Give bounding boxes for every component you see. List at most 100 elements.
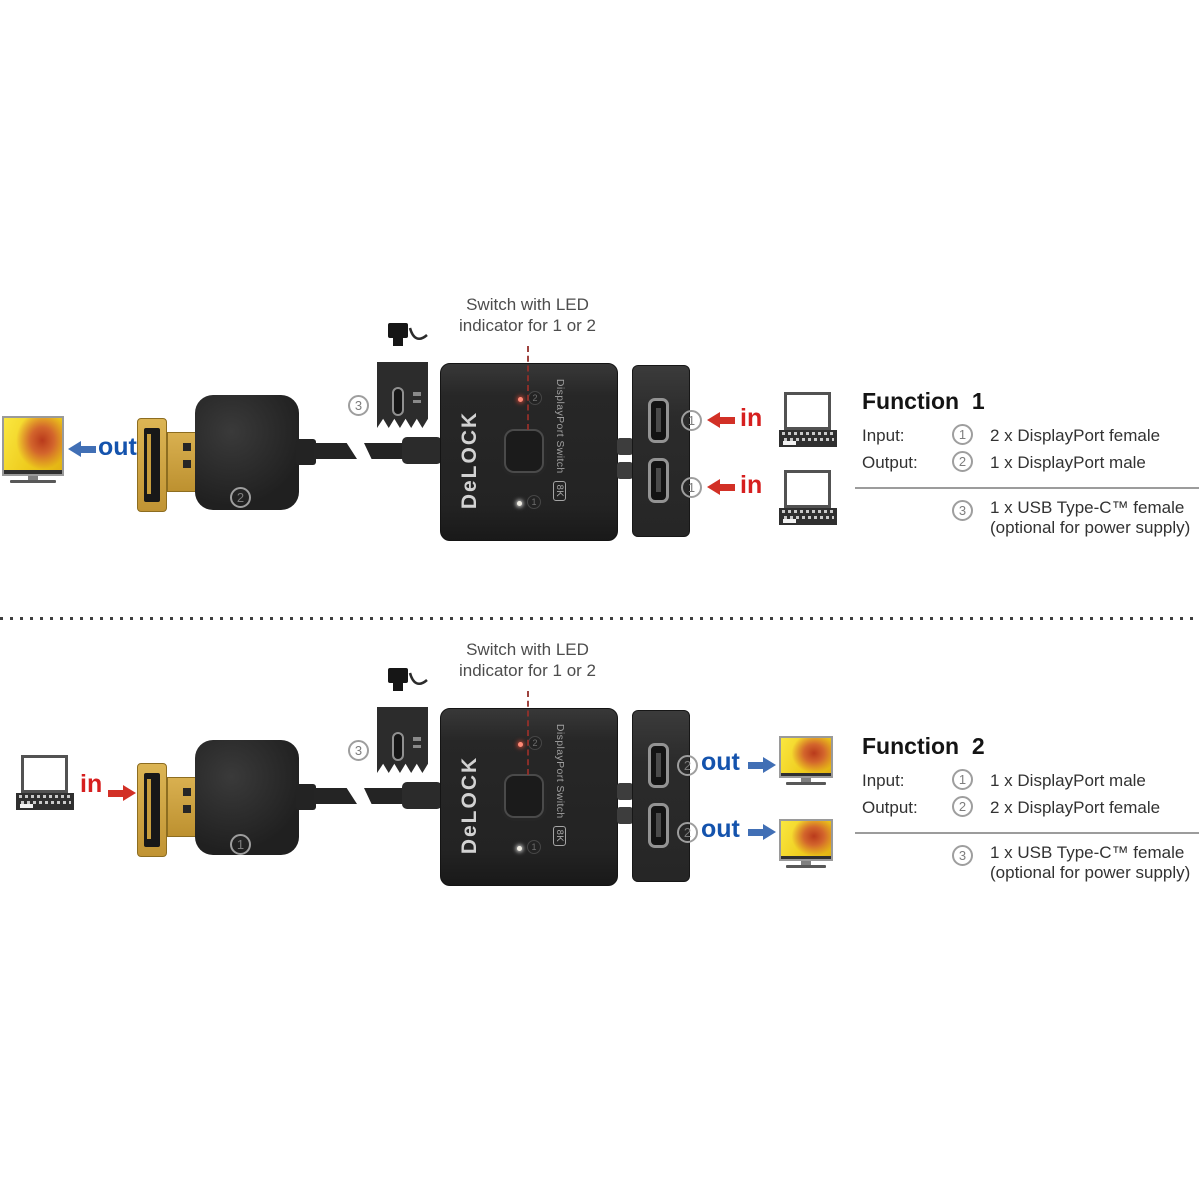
arrow-left-icon xyxy=(707,479,735,495)
dp-female-slot xyxy=(144,773,160,847)
usbc-port-icon xyxy=(392,387,404,416)
switch-led-label-line2: indicator for 1 or 2 xyxy=(458,661,596,680)
monitor-stand xyxy=(28,476,38,480)
monitor-icon xyxy=(779,736,833,785)
led-top xyxy=(518,397,523,402)
device-side-label: DisplayPort Switch 8K xyxy=(552,720,568,850)
delock-logo: DeLOCK xyxy=(458,410,481,510)
led-bottom-number: 1 xyxy=(527,840,541,854)
arrow-right-icon xyxy=(748,824,776,840)
input-label: Input: xyxy=(862,771,905,790)
cable-strain-relief xyxy=(402,782,442,809)
monitor-screen xyxy=(2,416,64,476)
monitor-icon xyxy=(779,819,833,868)
cable-strain-relief xyxy=(402,437,442,464)
usbc-print-mark xyxy=(413,392,421,396)
in-label: in xyxy=(740,471,763,499)
info-divider xyxy=(855,487,1199,489)
cable-segment xyxy=(314,788,357,804)
monitor-base xyxy=(9,480,57,483)
laptop-icon xyxy=(16,755,74,810)
port-row2-number: 2 xyxy=(677,822,698,843)
in-label: in xyxy=(80,770,103,798)
led-bottom xyxy=(517,846,522,851)
info-divider xyxy=(855,832,1199,834)
output-text: 1 x DisplayPort male xyxy=(990,453,1146,472)
panel-connector-nub xyxy=(617,462,633,479)
device-side-label-text: DisplayPort Switch xyxy=(554,723,566,819)
monitor-icon xyxy=(2,416,64,483)
output-text: 2 x DisplayPort female xyxy=(990,798,1161,817)
laptop-screen xyxy=(784,470,831,508)
circled-number-1: 1 xyxy=(230,834,251,855)
output-label: Output: xyxy=(862,453,918,472)
dp-female-slot xyxy=(144,428,160,502)
led-bottom xyxy=(517,501,522,506)
usbc-module-icon xyxy=(377,362,428,428)
select-button xyxy=(504,774,544,818)
port-row1-number: 2 xyxy=(677,755,698,776)
in-label: in xyxy=(740,404,763,432)
dp-pin-hole xyxy=(183,443,191,451)
input-text: 1 x DisplayPort male xyxy=(990,771,1146,790)
arrow-left-icon xyxy=(707,412,735,428)
led-top xyxy=(518,742,523,747)
usbc-note-line2: (optional for power supply) xyxy=(990,518,1191,537)
dp-port-2-icon xyxy=(648,458,669,503)
led-top-number: 2 xyxy=(528,391,542,405)
usbc-port-icon xyxy=(392,732,404,761)
input-text: 2 x DisplayPort female xyxy=(990,426,1161,445)
circled-number-3: 3 xyxy=(348,740,369,761)
info-circled-3: 3 xyxy=(952,500,973,521)
badge-8k: 8K xyxy=(553,825,567,847)
arrow-right-icon xyxy=(748,757,776,773)
usbc-print-mark xyxy=(413,745,421,748)
switch-led-label: Switch with LED indicator for 1 or 2 xyxy=(420,639,635,681)
info-circled-2: 2 xyxy=(952,796,973,817)
dp-ports-panel xyxy=(632,710,690,882)
switch-led-label-line2: indicator for 1 or 2 xyxy=(458,316,596,335)
info-circled-3: 3 xyxy=(952,845,973,866)
cable-segment xyxy=(364,443,406,459)
switch-led-label: Switch with LED indicator for 1 or 2 xyxy=(420,294,635,336)
cable-segment xyxy=(364,788,406,804)
switch-led-label-line1: Switch with LED xyxy=(466,640,589,659)
led-pointer-line xyxy=(527,346,529,430)
monitor-stand xyxy=(801,778,811,782)
device-side-label: DisplayPort Switch 8K xyxy=(552,375,568,505)
input-label: Input: xyxy=(862,426,905,445)
dp-pin-hole xyxy=(183,805,191,813)
monitor-screen xyxy=(779,736,833,778)
laptop-keyboard xyxy=(779,430,837,447)
function1-diagram: Switch with LED indicator for 1 or 2 out… xyxy=(0,290,1200,600)
delock-logo: DeLOCK xyxy=(458,755,481,855)
switch-led-label-line1: Switch with LED xyxy=(466,295,589,314)
usbc-print-mark xyxy=(413,400,421,403)
laptop-screen xyxy=(21,755,68,793)
led-pointer-line xyxy=(527,691,529,775)
out-label: out xyxy=(98,433,137,461)
monitor-screen xyxy=(779,819,833,861)
dp-female-adapter-icon xyxy=(137,763,167,857)
usbc-note-line1: 1 x USB Type-C™ female xyxy=(990,498,1185,517)
power-plug-icon xyxy=(388,323,428,346)
panel-connector-nub xyxy=(617,438,633,455)
function-title: Function 1 xyxy=(862,388,985,414)
led-top-number: 2 xyxy=(528,736,542,750)
led-bottom-number: 1 xyxy=(527,495,541,509)
info-circled-2: 2 xyxy=(952,451,973,472)
dp-female-adapter-icon xyxy=(137,418,167,512)
device-side-label-text: DisplayPort Switch xyxy=(554,378,566,474)
usbc-note-line1: 1 x USB Type-C™ female xyxy=(990,843,1185,862)
dp-pin-hole xyxy=(183,788,191,796)
usbc-module-icon xyxy=(377,707,428,773)
out-label: out xyxy=(701,815,740,843)
usbc-note-line2: (optional for power supply) xyxy=(990,863,1191,882)
dp-pin-hole xyxy=(183,460,191,468)
info-circled-1: 1 xyxy=(952,769,973,790)
dp-port-1-icon xyxy=(648,398,669,443)
output-label: Output: xyxy=(862,798,918,817)
function2-diagram: Switch with LED indicator for 1 or 2 in … xyxy=(0,635,1200,945)
laptop-keyboard xyxy=(779,508,837,525)
